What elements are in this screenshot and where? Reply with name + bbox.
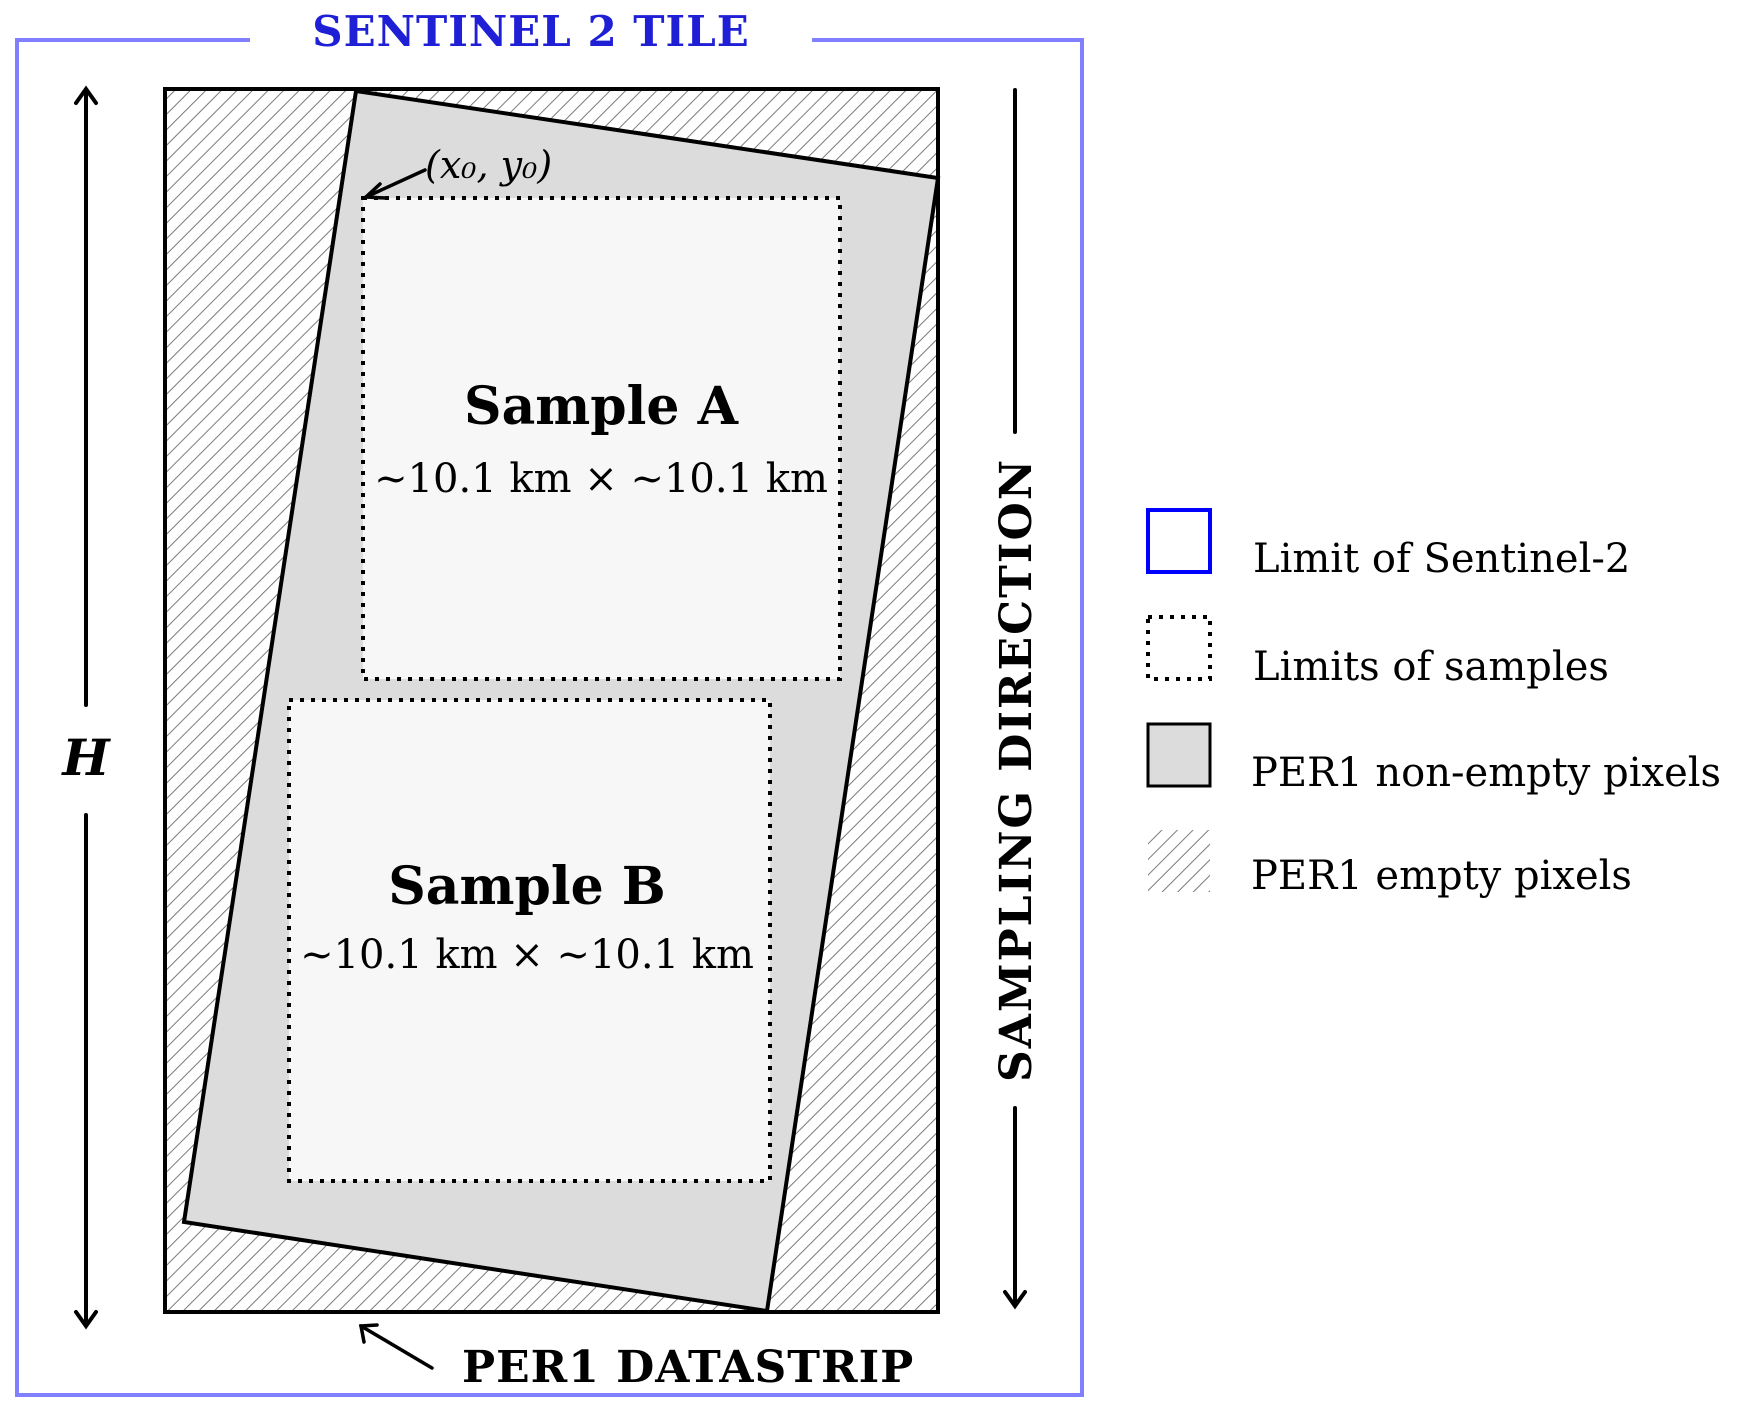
sampling-direction-arrow — [1003, 88, 1027, 1310]
sample-b-title: Sample B — [388, 856, 666, 917]
legend-empty-icon — [1148, 830, 1210, 892]
legend-non-empty-icon — [1146, 722, 1212, 788]
sample-b-size: ~10.1 km × ~10.1 km — [300, 932, 754, 978]
sample-b-box — [287, 698, 772, 1183]
datastrip-label: PER1 DATASTRIP — [462, 1342, 914, 1393]
legend-sentinel2-icon — [1146, 508, 1212, 574]
sample-a-title: Sample A — [464, 376, 739, 437]
legend-label-samples: Limits of samples — [1253, 644, 1609, 690]
tile-title: SENTINEL 2 TILE — [312, 7, 749, 56]
sentinel2-tile-border — [15, 38, 1084, 1397]
legend: Limit of Sentinel-2 Limits of samples PE… — [1146, 508, 1721, 899]
datastrip-arrow — [358, 1323, 434, 1370]
height-label: H — [60, 728, 111, 787]
legend-label-non-empty: PER1 non-empty pixels — [1251, 750, 1721, 796]
legend-label-empty: PER1 empty pixels — [1251, 853, 1632, 899]
sample-a-size: ~10.1 km × ~10.1 km — [374, 456, 828, 502]
origin-arrow — [361, 168, 427, 200]
legend-samples-icon — [1146, 615, 1212, 681]
origin-label: (x₀, y₀) — [425, 143, 552, 187]
height-dimension-arrow — [74, 85, 98, 1330]
sampling-direction-label: SAMPLING DIRECTION — [991, 458, 1042, 1082]
sample-a-box — [361, 196, 842, 681]
legend-label-sentinel2: Limit of Sentinel-2 — [1253, 536, 1630, 582]
datastrip-box-border — [163, 87, 940, 1314]
